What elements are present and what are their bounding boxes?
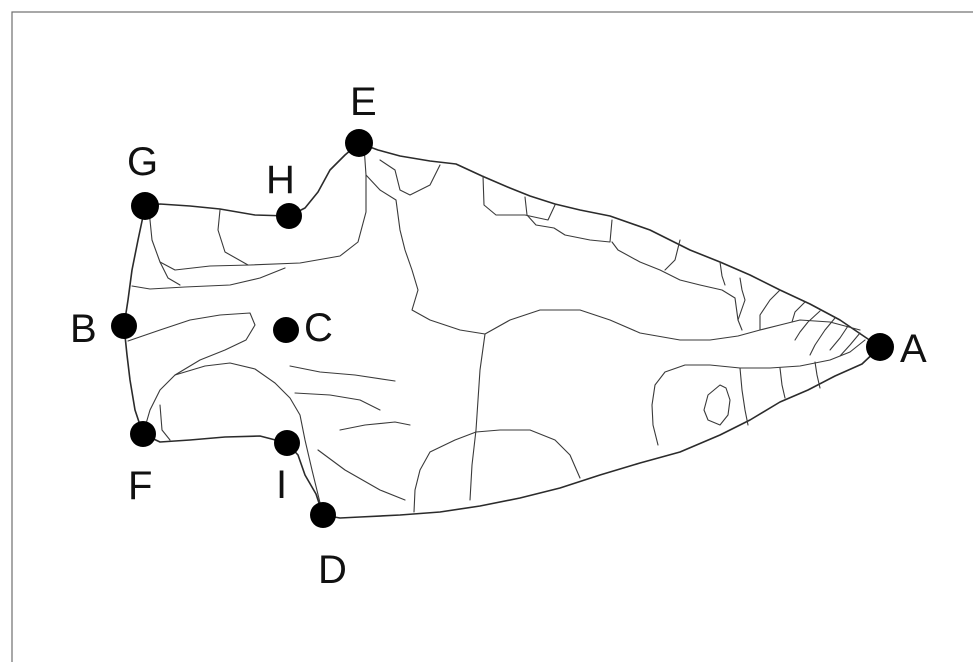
landmark-label-C: C [304, 306, 333, 350]
landmark-label-D: D [318, 548, 347, 592]
landmark-dot-E [345, 129, 373, 157]
landmark-label-E: E [350, 80, 377, 124]
landmark-label-B: B [70, 307, 97, 351]
landmark-B: B [70, 307, 137, 351]
landmark-D: D [310, 502, 347, 592]
landmark-label-I: I [276, 463, 287, 507]
landmark-label-G: G [127, 140, 158, 184]
landmark-I: I [274, 430, 300, 507]
landmark-dot-F [130, 421, 156, 447]
point-outline [123, 142, 881, 519]
landmark-label-A: A [900, 327, 927, 371]
landmark-label-H: H [266, 158, 295, 202]
landmark-dot-G [131, 192, 159, 220]
landmark-dot-B [111, 313, 137, 339]
landmark-dot-A [866, 333, 894, 361]
flake-scars [127, 145, 866, 516]
landmark-G: G [127, 140, 159, 220]
landmark-A: A [866, 327, 927, 371]
landmark-dot-C [273, 317, 299, 343]
landmark-F: F [128, 421, 156, 508]
landmark-dot-D [310, 502, 336, 528]
landmark-dot-I [274, 430, 300, 456]
landmark-dot-H [276, 203, 302, 229]
figure-frame [11, 11, 973, 662]
landmark-C: C [273, 306, 333, 350]
landmark-H: H [266, 158, 302, 229]
landmark-E: E [345, 80, 377, 157]
landmark-label-F: F [128, 464, 152, 508]
